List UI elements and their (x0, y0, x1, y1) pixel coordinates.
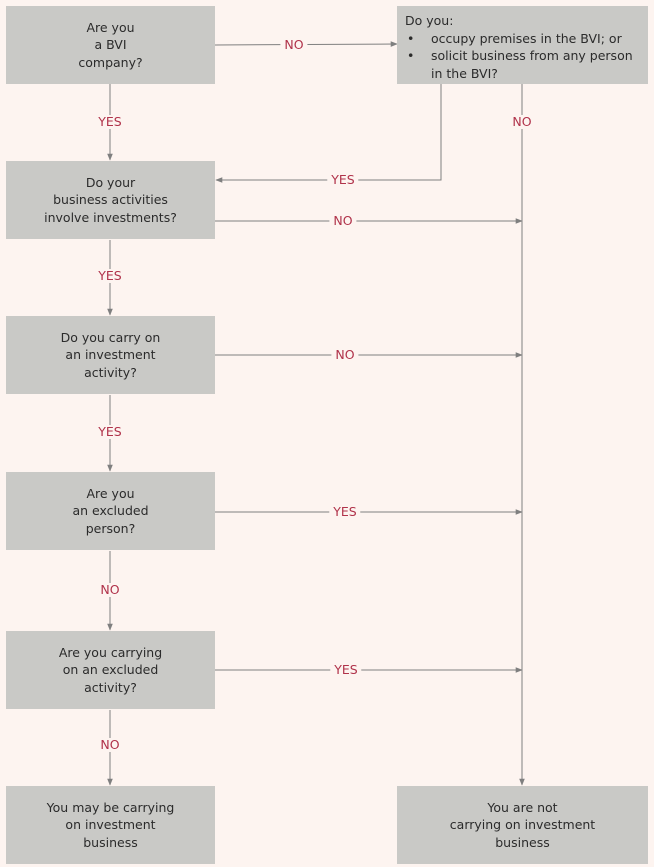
label-q3-yes: YES (94, 269, 126, 283)
arrow-q2-yes (215, 84, 442, 183)
label-q2-yes: YES (327, 173, 359, 187)
box-excluded-person: Are you an excluded person? (6, 472, 215, 550)
label-q5-yes: YES (329, 505, 361, 519)
label-q5-no: NO (96, 583, 124, 597)
box-investment-activity: Do you carry on an investment activity? (6, 316, 215, 394)
box-excluded-activity: Are you carrying on an excluded activity… (6, 631, 215, 709)
box-premises-bullet-1: occupy premises in the BVI; or (405, 30, 633, 48)
box-premises-bullet-2: solicit business from any person in the … (405, 47, 633, 82)
box-bvi-company: Are you a BVI company? (6, 6, 215, 84)
box-bvi-company-text: Are you a BVI company? (78, 19, 143, 70)
label-q2-no: NO (508, 115, 536, 129)
box-premises-intro: Do you: (405, 13, 454, 28)
box-investments: Do your business activities involve inve… (6, 161, 215, 239)
box-not-carrying: You are not carrying on investment busin… (397, 786, 648, 864)
box-premises: Do you: occupy premises in the BVI; or s… (397, 6, 648, 84)
label-q3-no: NO (329, 214, 357, 228)
box-investment-activity-text: Do you carry on an investment activity? (60, 329, 161, 380)
label-q1-yes: YES (94, 115, 126, 129)
box-may-be-carrying-text: You may be carrying on investment busine… (46, 799, 175, 850)
box-investments-text: Do your business activities involve inve… (44, 174, 177, 225)
box-not-carrying-text: You are not carrying on investment busin… (449, 799, 596, 850)
label-q6-yes: YES (330, 663, 362, 677)
label-q4-yes: YES (94, 425, 126, 439)
label-q4-no: NO (331, 348, 359, 362)
label-q1-no: NO (280, 38, 308, 52)
box-excluded-activity-text: Are you carrying on an excluded activity… (58, 644, 163, 695)
box-may-be-carrying: You may be carrying on investment busine… (6, 786, 215, 864)
label-q6-no: NO (96, 738, 124, 752)
box-excluded-person-text: Are you an excluded person? (72, 485, 149, 536)
